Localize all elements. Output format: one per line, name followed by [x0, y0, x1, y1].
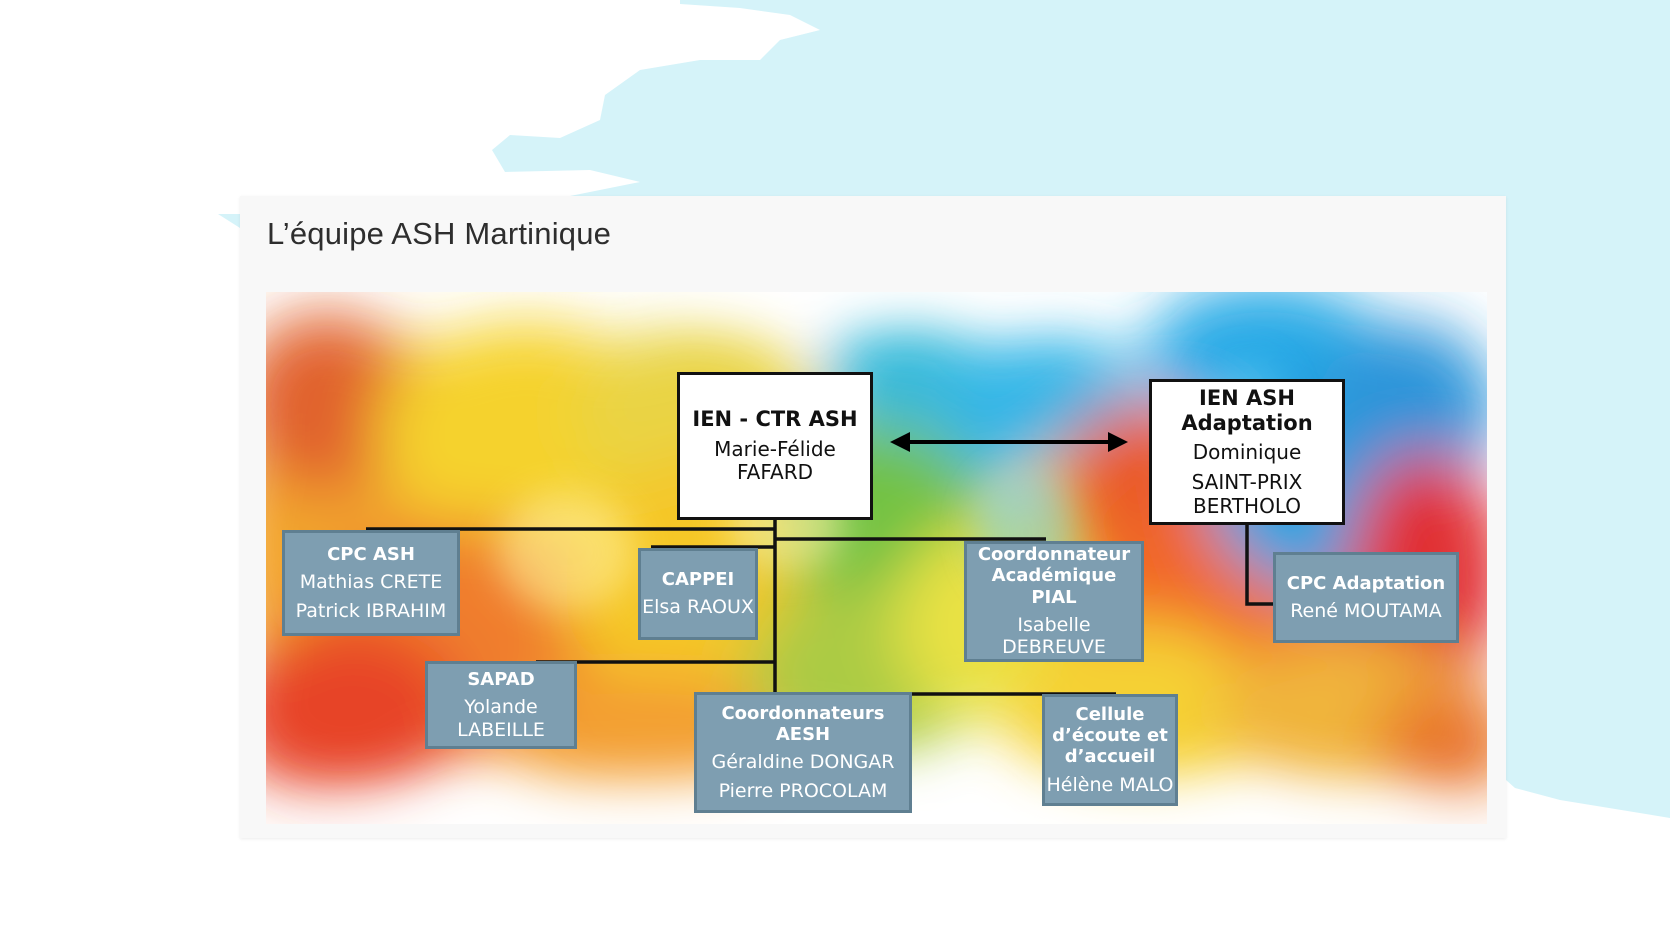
- node-ien-ctr-ash: IEN - CTR ASH Marie-Félide FAFARD: [677, 372, 873, 520]
- node-role: Coordonnateurs AESH: [721, 702, 885, 746]
- slide-title: L’équipe ASH Martinique: [267, 216, 612, 251]
- node-ien-ash-adaptation: IEN ASH Adaptation Dominique SAINT-PRIX …: [1149, 379, 1345, 525]
- node-name: BERTHOLO: [1193, 493, 1301, 518]
- node-cpc-adaptation: CPC Adaptation René MOUTAMA: [1273, 552, 1459, 643]
- node-cellule-ecoute: Cellule d’écoute et d’accueil Hélène MAL…: [1042, 694, 1178, 806]
- node-name: Patrick IBRAHIM: [295, 599, 447, 622]
- node-name: Géraldine DONGAR: [711, 751, 895, 774]
- node-coordonnateur-pial: Coordonnateur Académique PIAL Isabelle D…: [964, 541, 1144, 662]
- node-cappei: CAPPEI Elsa RAOUX: [638, 548, 758, 640]
- node-name: Yolande: [464, 696, 538, 719]
- node-role: d’écoute et: [1052, 725, 1168, 747]
- node-name: FAFARD: [737, 460, 813, 485]
- node-role: Coordonnateur: [977, 544, 1131, 566]
- node-name: LABEILLE: [457, 718, 545, 741]
- node-role: Académique PIAL: [991, 565, 1117, 608]
- node-role: SAPAD: [467, 668, 535, 690]
- node-sapad: SAPAD Yolande LABEILLE: [425, 661, 577, 749]
- node-role: CAPPEI: [661, 569, 735, 591]
- node-name: Elsa RAOUX: [642, 596, 754, 619]
- node-role: Adaptation: [1181, 410, 1313, 435]
- node-role: Cellule: [1075, 703, 1145, 725]
- org-chart: IEN - CTR ASH Marie-Félide FAFARD IEN AS…: [266, 292, 1487, 824]
- node-name: SAINT-PRIX: [1191, 469, 1303, 494]
- node-cpc-ash: CPC ASH Mathias CRETE Patrick IBRAHIM: [282, 530, 460, 636]
- slide-card: L’équipe ASH Martinique: [240, 196, 1506, 838]
- node-role: CPC ASH: [327, 543, 415, 565]
- node-name: René MOUTAMA: [1290, 599, 1442, 622]
- node-role: IEN - CTR ASH: [692, 407, 858, 432]
- node-role: CPC Adaptation: [1286, 572, 1446, 594]
- node-name: Pierre PROCOLAM: [718, 779, 888, 802]
- node-name: Marie-Félide: [714, 436, 836, 461]
- node-role: d’accueil: [1064, 746, 1156, 768]
- node-name: Mathias CRETE: [299, 571, 443, 594]
- node-name: DEBREUVE: [1002, 636, 1106, 659]
- node-name: Isabelle: [1017, 613, 1091, 636]
- node-name: Hélène MALO: [1046, 773, 1174, 796]
- node-name: Dominique: [1192, 440, 1302, 465]
- node-role: IEN ASH: [1199, 385, 1295, 410]
- node-coordonnateurs-aesh: Coordonnateurs AESH Géraldine DONGAR Pie…: [694, 692, 912, 813]
